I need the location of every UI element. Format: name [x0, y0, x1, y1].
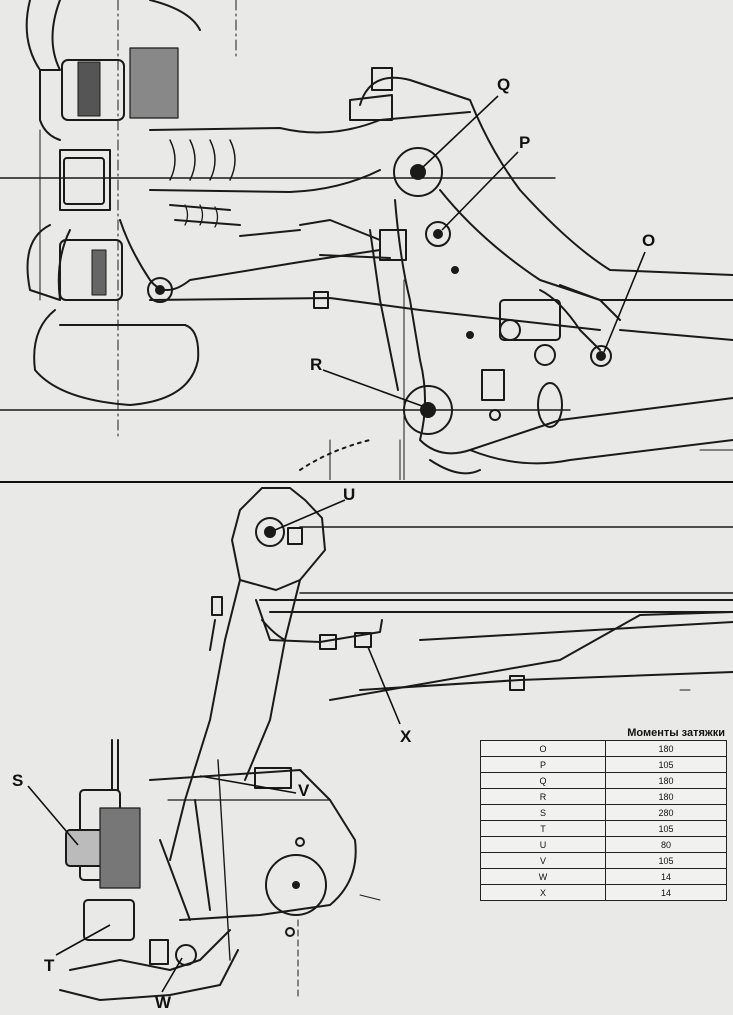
torque-value: 105 — [605, 820, 727, 837]
torque-value: 180 — [605, 788, 727, 805]
callout-O: O — [642, 231, 656, 250]
torque-fastener-label: R — [480, 788, 606, 805]
callout-X: X — [400, 727, 412, 746]
torque-fastener-label: X — [480, 884, 606, 901]
callout-R: R — [310, 355, 323, 374]
torque-fastener-label: S — [480, 804, 606, 821]
torque-value: 14 — [605, 884, 727, 901]
torque-fastener-label: P — [480, 756, 606, 773]
callout-S: S — [12, 771, 24, 790]
torque-fastener-label: Q — [480, 772, 606, 789]
torque-value: 14 — [605, 868, 727, 885]
torque-value: 180 — [605, 740, 727, 757]
torque-value: 105 — [605, 852, 727, 869]
torque-value: 180 — [605, 772, 727, 789]
torque-fastener-label: U — [480, 836, 606, 853]
torque-fastener-label: T — [480, 820, 606, 837]
torque-value: 105 — [605, 756, 727, 773]
torque-value: 280 — [605, 804, 727, 821]
torque-fastener-label: W — [480, 868, 606, 885]
torque-table-title: Моменты затяжки — [627, 727, 725, 739]
callout-U: U — [343, 485, 356, 504]
callout-V: V — [298, 781, 310, 800]
torque-fastener-label: V — [480, 852, 606, 869]
front-suspension-drawing — [0, 0, 733, 480]
callout-P: P — [519, 133, 531, 152]
callout-Q: Q — [497, 75, 511, 94]
torque-value: 80 — [605, 836, 727, 853]
torque-fastener-label: O — [480, 740, 606, 757]
callout-T: T — [44, 956, 55, 975]
section-divider — [0, 481, 733, 483]
callout-W: W — [155, 993, 172, 1012]
